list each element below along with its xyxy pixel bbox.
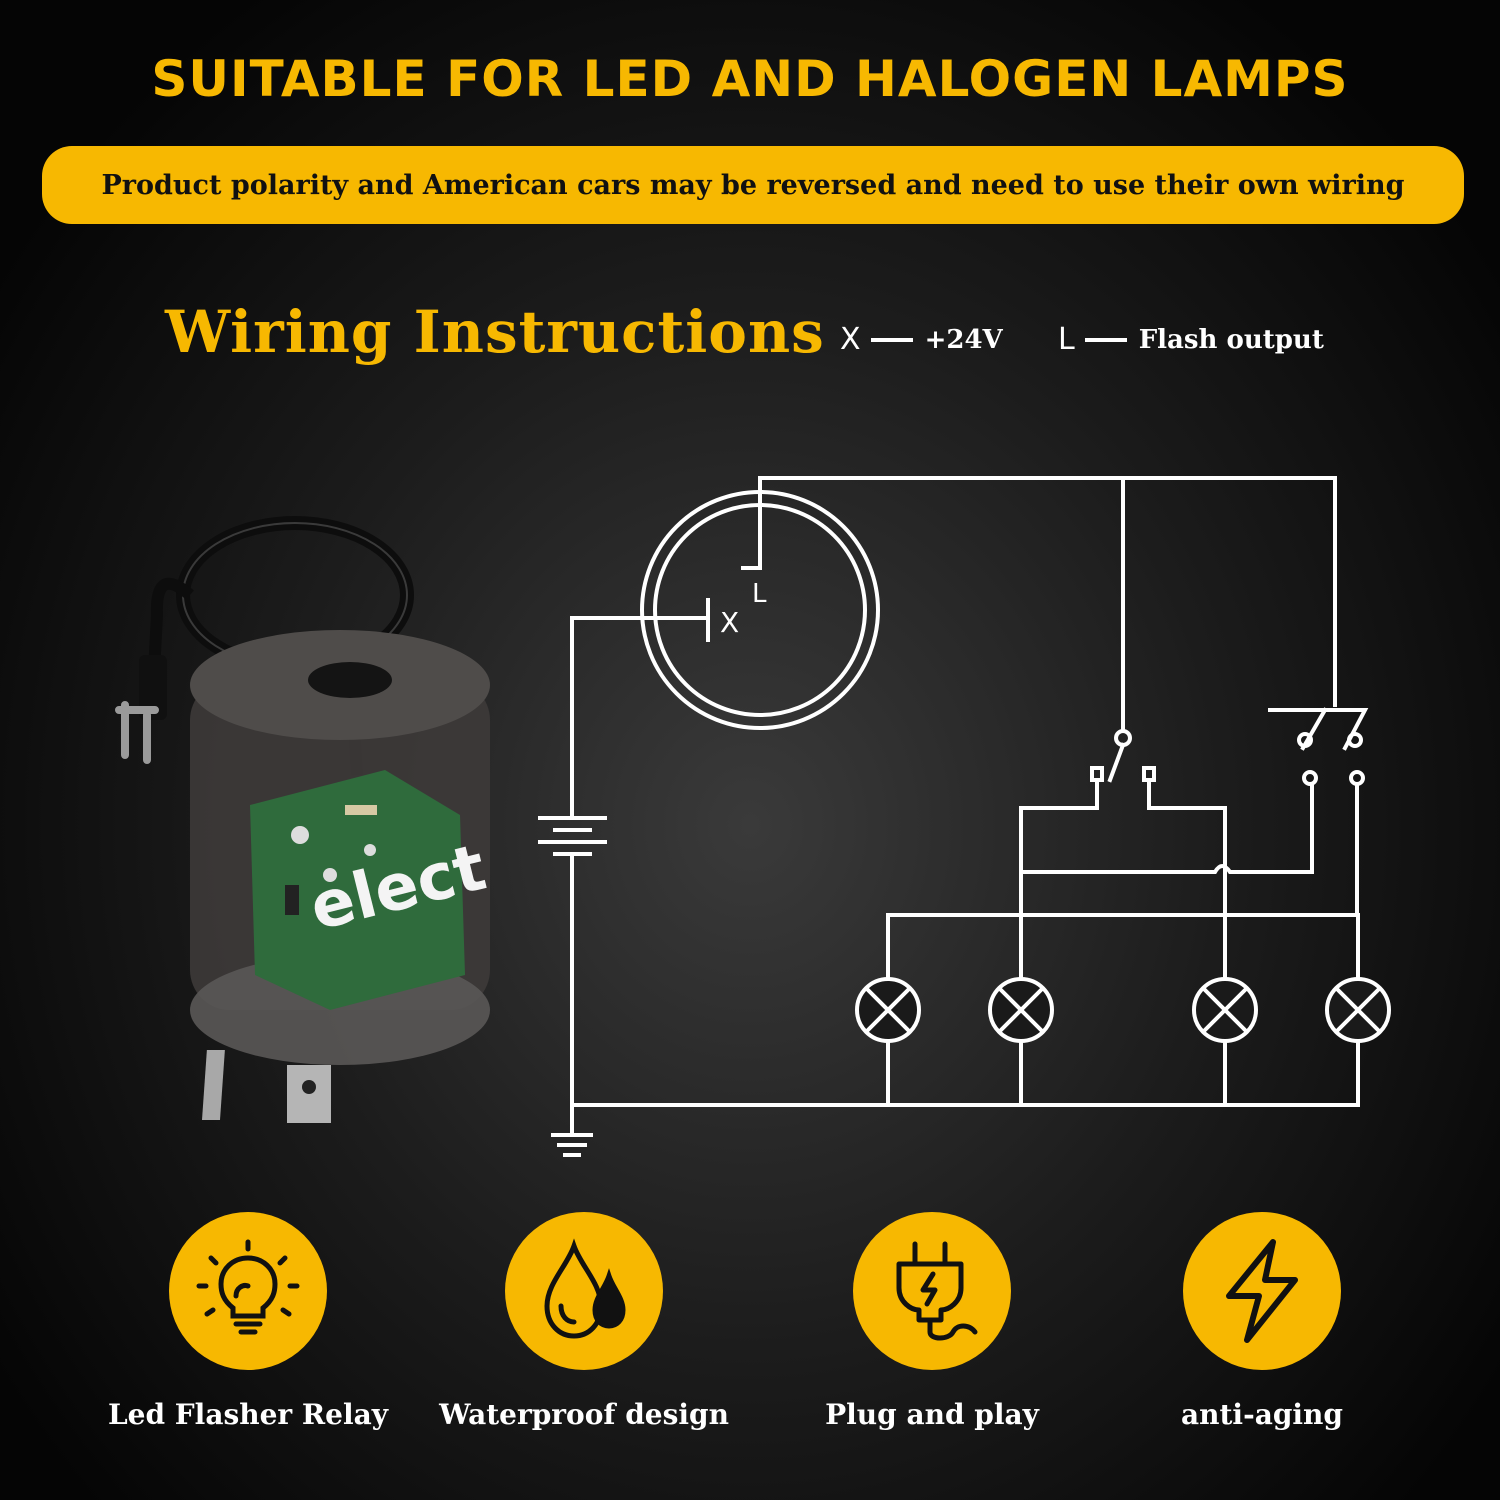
hazard-contact [1297,732,1313,748]
feature-led-flasher: Led Flasher Relay [88,1212,408,1431]
wire-top-bus [758,476,1337,707]
plug-icon [896,1241,978,1341]
water-drop-icon [544,1238,626,1339]
wiring-diagram: X L [538,476,1389,1157]
lightning-bolt-icon [1226,1239,1298,1343]
wire-right-circuit [1147,778,1227,1107]
wire-hazard-right [1223,783,1359,917]
feature-icon-circle [169,1212,327,1370]
wiring-instructions-title: Wiring Instructions [165,298,825,366]
feature-icon-circle [853,1212,1011,1370]
legend-l: L Flash output [1058,322,1324,357]
switch-blade [1107,742,1126,783]
hazard-contact [1302,770,1318,786]
wire-left-circuit [1019,778,1314,874]
page-headline: SUITABLE FOR LED AND HALOGEN LAMPS [151,50,1349,108]
terminal-x-label: X [720,606,739,639]
terminal-l-label: L [752,579,767,609]
relay-component [291,826,309,844]
legend-x-symbol: X [840,322,861,357]
legend-x-dash [870,337,913,342]
relay-cable-lead [147,577,194,691]
relay-resistor [345,805,377,815]
lamp-2-cross [997,986,1045,1034]
legend-x-meaning: +24V [924,324,1003,355]
wire-lamp-branches [886,870,1360,1107]
battery-symbol [538,816,607,856]
flasher-relay-image: elect [115,516,493,1123]
legend-l-symbol: L [1058,322,1075,357]
relay-component [323,868,337,882]
lamp-3-cross [1201,986,1249,1034]
feature-label: Led Flasher Relay [107,1398,389,1431]
feature-anti-aging: anti-aging [1102,1212,1422,1431]
lamp-4-cross [1334,986,1382,1034]
relay-pin [201,1050,225,1120]
ground-symbol [551,1133,593,1157]
feature-label: anti-aging [1181,1398,1343,1431]
feature-plug-and-play: Plug and play [772,1212,1092,1431]
hazard-contact [1347,732,1363,748]
relay-capacitor [285,885,299,915]
feature-label: Plug and play [825,1398,1039,1431]
lamp-1-cross [864,986,912,1034]
relay-heatshrink [139,655,167,720]
wire-l-terminal [741,476,762,570]
relay-fork-terminal [115,701,159,764]
feature-label: Waterproof design [439,1398,729,1431]
legend-x: X +24V [840,322,1003,357]
relay-cable-grommet [308,662,392,698]
relay-component [364,844,376,856]
feature-icon-circle [505,1212,663,1370]
polarity-notice-banner: Product polarity and American cars may b… [42,146,1464,224]
relay-pin-hole [302,1080,316,1094]
lightbulb-icon [196,1239,300,1335]
polarity-notice-text: Product polarity and American cars may b… [101,169,1405,201]
hazard-contact [1349,770,1365,786]
legend-l-dash [1084,337,1127,342]
legend-l-meaning: Flash output [1138,324,1324,355]
feature-icon-circle [1183,1212,1341,1370]
feature-waterproof: Waterproof design [424,1212,744,1431]
wire-x-feed [570,616,710,820]
